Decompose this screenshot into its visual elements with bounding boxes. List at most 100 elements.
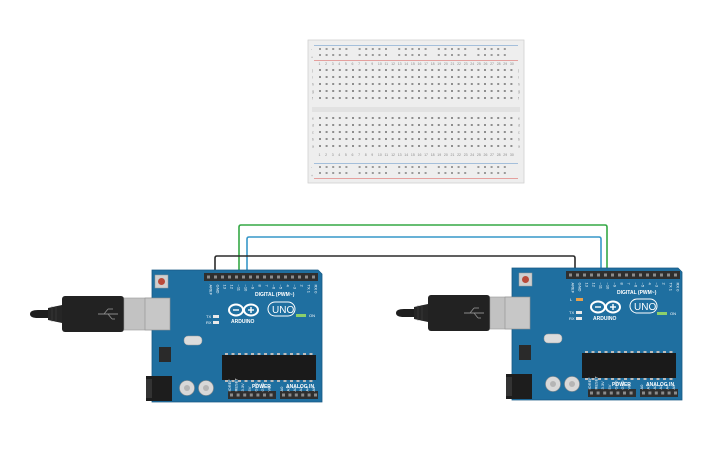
breadboard-hole[interactable] bbox=[385, 76, 387, 78]
breadboard-hole[interactable] bbox=[365, 76, 368, 78]
breadboard-hole[interactable] bbox=[470, 138, 473, 140]
breadboard-hole[interactable] bbox=[325, 117, 328, 119]
rail-hole[interactable] bbox=[477, 172, 480, 174]
breadboard-hole[interactable] bbox=[424, 131, 427, 133]
breadboard-hole[interactable] bbox=[424, 69, 427, 71]
breadboard-hole[interactable] bbox=[385, 83, 387, 85]
breadboard-hole[interactable] bbox=[325, 69, 328, 71]
rail-hole[interactable] bbox=[490, 172, 493, 174]
breadboard-hole[interactable] bbox=[451, 117, 453, 119]
rail-hole[interactable] bbox=[325, 166, 328, 168]
header-pin[interactable] bbox=[228, 275, 231, 279]
breadboard-hole[interactable] bbox=[345, 76, 348, 78]
breadboard-hole[interactable] bbox=[352, 138, 354, 140]
header-pin[interactable] bbox=[249, 275, 252, 279]
header-analog[interactable] bbox=[280, 391, 318, 399]
breadboard-hole[interactable] bbox=[352, 97, 354, 99]
breadboard-hole[interactable] bbox=[385, 69, 387, 71]
breadboard-hole[interactable] bbox=[464, 145, 467, 147]
breadboard-hole[interactable] bbox=[437, 117, 440, 119]
rail-hole[interactable] bbox=[497, 54, 500, 56]
breadboard-hole[interactable] bbox=[371, 124, 374, 126]
header-pin[interactable] bbox=[674, 273, 677, 277]
breadboard-hole[interactable] bbox=[325, 131, 328, 133]
breadboard-hole[interactable] bbox=[404, 83, 407, 85]
breadboard-hole[interactable] bbox=[371, 90, 374, 92]
rail-hole[interactable] bbox=[345, 54, 348, 56]
breadboard-hole[interactable] bbox=[365, 69, 368, 71]
header-pin[interactable] bbox=[625, 273, 628, 277]
breadboard-hole[interactable] bbox=[338, 83, 341, 85]
breadboard-hole[interactable] bbox=[385, 145, 387, 147]
breadboard-hole[interactable] bbox=[411, 69, 414, 71]
breadboard-hole[interactable] bbox=[358, 131, 361, 133]
breadboard-hole[interactable] bbox=[477, 76, 480, 78]
rail-hole[interactable] bbox=[451, 166, 453, 168]
rail-hole[interactable] bbox=[451, 48, 453, 50]
breadboard-hole[interactable] bbox=[470, 117, 473, 119]
rail-hole[interactable] bbox=[497, 166, 500, 168]
header-pin[interactable] bbox=[236, 393, 240, 397]
breadboard-hole[interactable] bbox=[398, 69, 401, 71]
breadboard-hole[interactable] bbox=[424, 90, 427, 92]
breadboard-hole[interactable] bbox=[332, 145, 335, 147]
rail-hole[interactable] bbox=[338, 166, 341, 168]
breadboard-hole[interactable] bbox=[371, 97, 374, 99]
breadboard-hole[interactable] bbox=[418, 117, 420, 119]
breadboard-hole[interactable] bbox=[319, 138, 321, 140]
breadboard-hole[interactable] bbox=[431, 145, 434, 147]
breadboard-hole[interactable] bbox=[319, 124, 321, 126]
header-pin[interactable] bbox=[263, 275, 266, 279]
breadboard-hole[interactable] bbox=[358, 117, 361, 119]
breadboard-hole[interactable] bbox=[424, 83, 427, 85]
header-pin[interactable] bbox=[590, 391, 593, 395]
breadboard-hole[interactable] bbox=[477, 124, 480, 126]
breadboard-hole[interactable] bbox=[352, 117, 354, 119]
rail-hole[interactable] bbox=[325, 172, 328, 174]
breadboard-hole[interactable] bbox=[470, 131, 473, 133]
rail-hole[interactable] bbox=[332, 54, 335, 56]
breadboard-hole[interactable] bbox=[319, 145, 321, 147]
breadboard-hole[interactable] bbox=[332, 124, 335, 126]
breadboard-hole[interactable] bbox=[332, 83, 335, 85]
breadboard-hole[interactable] bbox=[398, 145, 401, 147]
rail-hole[interactable] bbox=[484, 54, 486, 56]
breadboard-hole[interactable] bbox=[411, 124, 414, 126]
breadboard-hole[interactable] bbox=[378, 83, 381, 85]
breadboard-hole[interactable] bbox=[451, 83, 453, 85]
breadboard-hole[interactable] bbox=[319, 83, 321, 85]
header-pin[interactable] bbox=[661, 391, 665, 395]
breadboard-hole[interactable] bbox=[444, 138, 447, 140]
rail-hole[interactable] bbox=[503, 54, 506, 56]
breadboard-hole[interactable] bbox=[338, 76, 341, 78]
breadboard-hole[interactable] bbox=[424, 138, 427, 140]
rail-hole[interactable] bbox=[451, 54, 453, 56]
breadboard-hole[interactable] bbox=[444, 76, 447, 78]
breadboard-hole[interactable] bbox=[352, 83, 354, 85]
rail-hole[interactable] bbox=[338, 48, 341, 50]
rail-hole[interactable] bbox=[444, 48, 447, 50]
rail-hole[interactable] bbox=[358, 172, 361, 174]
breadboard-hole[interactable] bbox=[378, 97, 381, 99]
rail-hole[interactable] bbox=[477, 54, 480, 56]
breadboard-hole[interactable] bbox=[424, 145, 427, 147]
rail-hole[interactable] bbox=[371, 54, 374, 56]
breadboard-hole[interactable] bbox=[457, 97, 460, 99]
breadboard-hole[interactable] bbox=[451, 90, 453, 92]
breadboard-hole[interactable] bbox=[398, 117, 401, 119]
breadboard-hole[interactable] bbox=[358, 138, 361, 140]
breadboard-hole[interactable] bbox=[352, 145, 354, 147]
breadboard-hole[interactable] bbox=[503, 131, 506, 133]
breadboard-hole[interactable] bbox=[497, 117, 500, 119]
breadboard-hole[interactable] bbox=[497, 97, 500, 99]
rail-hole[interactable] bbox=[444, 172, 447, 174]
breadboard-hole[interactable] bbox=[411, 97, 414, 99]
breadboard-hole[interactable] bbox=[319, 69, 321, 71]
header-pin[interactable] bbox=[256, 393, 260, 397]
header-pin[interactable] bbox=[298, 275, 301, 279]
breadboard-hole[interactable] bbox=[503, 117, 506, 119]
breadboard-hole[interactable] bbox=[457, 145, 460, 147]
wire-black[interactable] bbox=[214, 255, 576, 274]
rail-hole[interactable] bbox=[503, 48, 506, 50]
